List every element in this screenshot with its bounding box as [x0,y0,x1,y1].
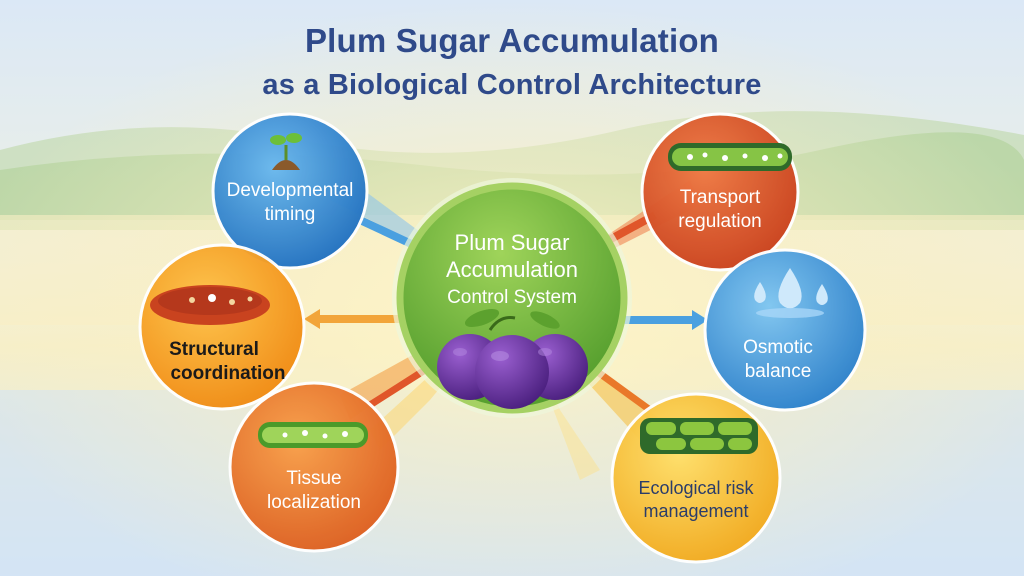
node-transport-regulation: Transport regulation [640,112,800,272]
node-label-developmental-timing-2: timing [265,204,316,225]
arrow-to-structural-coordination [304,309,400,329]
node-label-transport-regulation-1: Transport [680,187,761,208]
seedling-icon [270,133,302,170]
center-label-1: Plum Sugar [455,230,570,255]
node-structural-coordination: Structural coordination [138,243,306,411]
node-osmotic-balance: Osmotic balance [703,248,867,412]
water-drops-icon [754,268,828,318]
arrow-to-osmotic-balance [624,310,708,330]
node-label-developmental-timing-1: Developmental [227,180,354,201]
tissue-cells-icon [258,422,368,448]
cell-structure-icon [150,285,270,325]
ray-yellow-right [512,300,600,480]
node-ecological-risk-management: Ecological risk management [610,392,782,564]
node-tissue-localization: Tissue localization [228,381,400,553]
plum-fruit-icon [437,308,588,409]
node-label-structural-coordination-1: Structural [169,339,259,360]
node-developmental-timing: Developmental timing [211,112,369,270]
line-tissue-localization [368,367,427,408]
center-label-2: Accumulation [446,257,578,282]
node-label-transport-regulation-2: regulation [678,211,761,232]
node-label-tissue-localization-1: Tissue [286,468,341,489]
diagram-subtitle: as a Biological Control Architecture [262,69,762,101]
line-ecological-risk [592,367,653,413]
center-label-3: Control System [447,287,577,308]
node-label-osmotic-balance-2: balance [745,361,812,382]
node-label-structural-coordination-2: coordination [170,363,285,384]
vascular-tube-icon [668,143,792,171]
node-label-tissue-localization-2: localization [267,492,361,513]
center-node: Plum Sugar Accumulation Control System [392,178,632,418]
node-label-osmotic-balance-1: Osmotic [743,337,813,358]
node-label-ecological-risk-2: management [643,501,748,521]
green-cells-icon [640,418,758,454]
node-label-ecological-risk-1: Ecological risk [638,478,754,498]
diagram-title: Plum Sugar Accumulation [304,22,720,59]
